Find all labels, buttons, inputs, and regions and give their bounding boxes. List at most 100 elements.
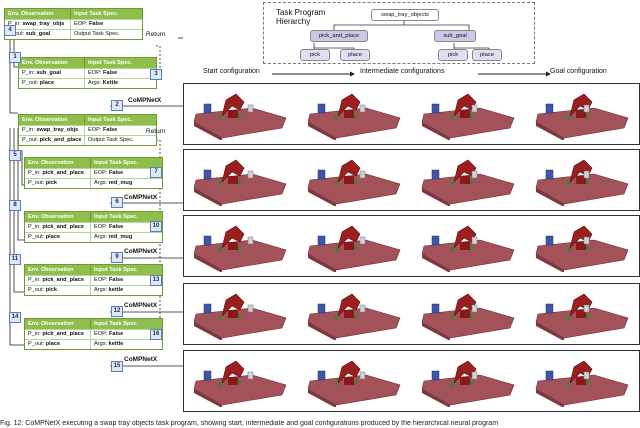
p-out-value: sub_goal [25,31,51,37]
eop-label: EOP: [88,127,102,133]
intermediate-config-label: Intermediate configurations [360,68,445,75]
args-value: kettle [108,341,124,347]
program-block-5: Env. Observation Input Task Spec. P_in: p… [24,211,163,243]
env-obs-label: Env. Observation [22,117,68,123]
p-out-value: place [39,80,55,86]
scene-panel [183,350,640,412]
step-number: 5 [9,150,21,161]
step-number: 15 [111,361,123,372]
p-out-value: pick_and_place [39,137,82,143]
env-obs-label: Env. Observation [28,160,74,166]
robot-scene-image [307,293,401,340]
step-number: 16 [150,329,162,340]
robot-scene-image [535,360,629,407]
input-spec-label: Input Task Spec. [90,158,162,168]
p-in-value: pick_and_place [42,224,84,230]
p-out-label: P_out: [22,80,39,86]
eop-value: False [108,170,124,176]
p-in-label: P_in: [22,70,35,76]
hierarchy-node: pick_and_place [310,30,368,42]
p-in-label: P_in: [22,127,35,133]
p-in-value: swap_tray_objs [36,127,79,133]
hierarchy-leaf-node: place [340,49,370,61]
robot-scene-image [307,225,401,272]
step-number: 3 [150,69,162,80]
input-spec-label: Input Task Spec. [90,265,162,275]
args-label: Args: [94,341,108,347]
args-value: red_mug [108,234,133,240]
program-block-4: Env. Observation Input Task Spec. P_in: p… [24,157,163,189]
p-out-label: P_out: [28,180,45,186]
p-out-value: pick [45,287,57,293]
robot-scene-image [307,93,401,140]
return-label: Return [146,128,166,135]
input-spec-label: Input Task Spec. [90,319,162,329]
eop-label: EOP: [74,21,88,27]
eop-value: False [102,127,118,133]
robot-scene-image [421,360,515,407]
step-number: 11 [9,254,21,265]
robot-scene-image [193,360,287,407]
p-in-value: pick_and_place [42,277,84,283]
input-spec-label: Input Task Spec. [90,212,162,222]
env-obs-label: Env. Observation [28,214,74,220]
step-number: 4 [4,25,16,36]
step-number: 6 [111,197,123,208]
p-in-label: P_in: [8,21,21,27]
eop-label: EOP: [94,331,108,337]
p-out-value: pick [45,180,57,186]
robot-scene-image [193,93,287,140]
step-number: 10 [150,221,162,232]
args-label: Args: [88,80,102,86]
p-out-label: P_out: [28,341,45,347]
robot-scene-image [193,293,287,340]
return-label: Return [146,31,166,38]
figure-caption: Fig. 12: CoMPNetX executing a swap tray … [0,420,499,427]
eop-label: EOP: [94,170,108,176]
args-value: red_mug [108,180,133,186]
input-spec-label: Input Task Spec. [84,58,156,68]
env-obs-label: Env. Observation [28,267,74,273]
robot-scene-image [421,93,515,140]
compnetx-label: CoMPNetX [128,97,162,104]
eop-value: False [108,277,124,283]
robot-scene-image [421,225,515,272]
p-in-value: pick_and_place [42,331,84,337]
p-out-value: place [45,234,61,240]
p-in-label: P_in: [28,170,41,176]
eop-label: EOP: [94,277,108,283]
p-in-label: P_in: [28,224,41,230]
step-number: 14 [9,312,21,323]
args-value: kettle [108,287,124,293]
args-value: Kettle [102,80,119,86]
p-in-value: pick_and_place [42,170,84,176]
eop-value: False [108,331,124,337]
hierarchy-leaf-node: pick [300,49,330,61]
eop-label: EOP: [88,70,102,76]
step-number: 13 [150,275,162,286]
scene-panel [183,283,640,345]
compnetx-label: CoMPNetX [124,356,158,363]
p-in-label: P_in: [28,331,41,337]
eop-value: False [108,224,124,230]
robot-scene-image [421,159,515,206]
env-obs-label: Env. Observation [22,60,68,66]
start-config-label: Start configuration [203,68,260,75]
hierarchy-title: Task Program Hierarchy [276,8,326,26]
robot-scene-image [535,225,629,272]
step-number: 1 [9,52,21,63]
task-program-hierarchy: Task Program Hierarchy swap_tray_objects… [263,2,535,64]
p-out-value: place [45,341,61,347]
output-spec-label: Output Task Spec. [70,30,142,39]
robot-scene-image [193,225,287,272]
input-spec-label: Input Task Spec. [84,115,156,125]
step-number: 8 [9,200,21,211]
eop-value: False [102,70,118,76]
scene-panel [183,83,640,145]
robot-scene-image [535,93,629,140]
p-out-label: P_out: [22,137,39,143]
output-spec-label: Output Task Spec. [84,136,156,145]
robot-scene-image [307,360,401,407]
